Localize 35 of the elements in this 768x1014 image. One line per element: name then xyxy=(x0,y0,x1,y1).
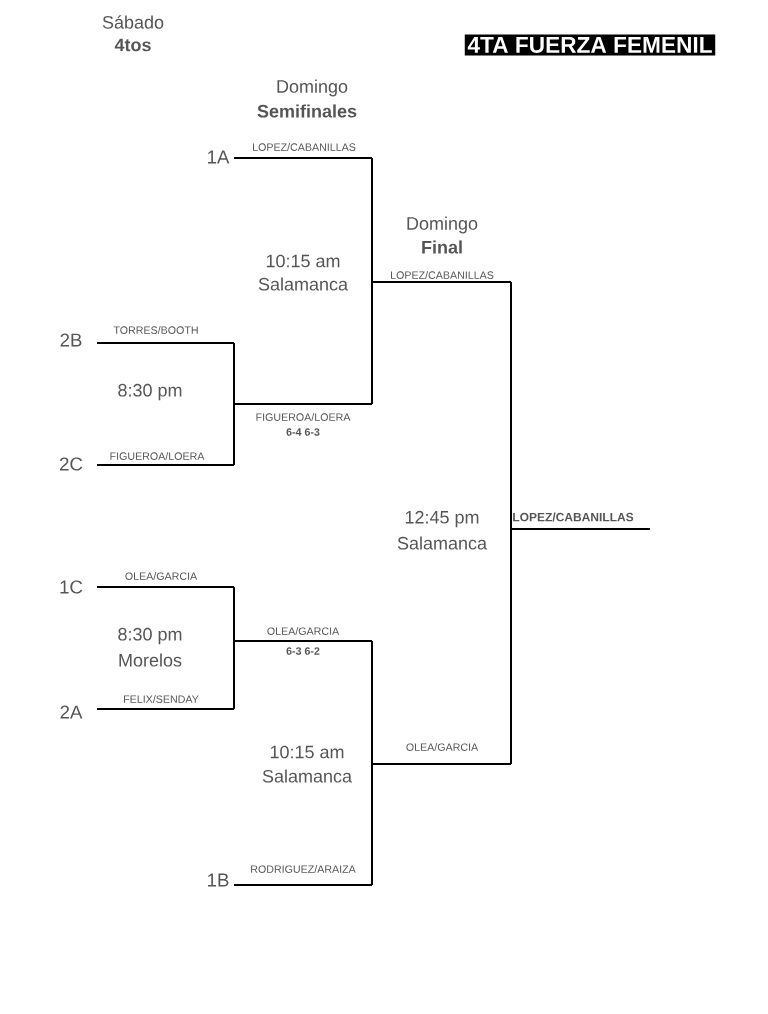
seed-label: 2B xyxy=(60,333,82,347)
seed-label: 2A xyxy=(60,705,83,719)
score-label: 6-4 6-3 xyxy=(286,428,320,436)
seed-label: 1B xyxy=(208,873,229,887)
round-heading: Final xyxy=(422,240,462,254)
match-time: 8:30 pm xyxy=(118,627,182,645)
venue-label: Salamanca xyxy=(397,536,487,550)
team-name: FELIX/SENDAY xyxy=(124,695,199,703)
round-heading: Semifinales xyxy=(257,104,357,118)
match-time: 10:15 am xyxy=(270,745,344,759)
day-heading: Sábado xyxy=(102,15,164,29)
seed-label: 1A xyxy=(208,150,230,164)
team-name: OLEA/GARCIA xyxy=(267,627,340,635)
team-name: FIGUEROA/LOERA xyxy=(110,452,205,460)
team-name: LOPEZ/CABANILLAS xyxy=(391,271,494,279)
champion-name: LOPEZ/CABANILLAS xyxy=(513,512,634,522)
round-heading: Domingo xyxy=(407,216,478,234)
venue-label: Morelos xyxy=(119,653,182,667)
seed-label: 2C xyxy=(60,457,83,471)
team-name: FIGUEROA/LOERA xyxy=(256,413,351,421)
team-name: RODRIGUEZ/ARAIZA xyxy=(251,865,356,873)
seed-label: 1C xyxy=(60,580,83,594)
team-name: LOPEZ/CABANILLAS xyxy=(253,143,356,151)
match-time: 8:30 pm xyxy=(118,383,182,401)
venue-label: Salamanca xyxy=(262,769,352,783)
round-heading: Domingo xyxy=(277,79,348,97)
title-banner: 4TA FUERZA FEMENIL xyxy=(464,34,716,56)
team-name: OLEA/GARCIA xyxy=(406,743,479,751)
score-label: 6-3 6-2 xyxy=(286,647,320,655)
day-heading: 4tos xyxy=(114,38,151,52)
match-time: 10:15 am xyxy=(266,254,340,268)
match-time: 12:45 pm xyxy=(405,510,479,528)
team-name: TORRES/BOOTH xyxy=(113,326,198,334)
team-name: OLEA/GARCIA xyxy=(125,572,198,580)
venue-label: Salamanca xyxy=(258,277,348,291)
